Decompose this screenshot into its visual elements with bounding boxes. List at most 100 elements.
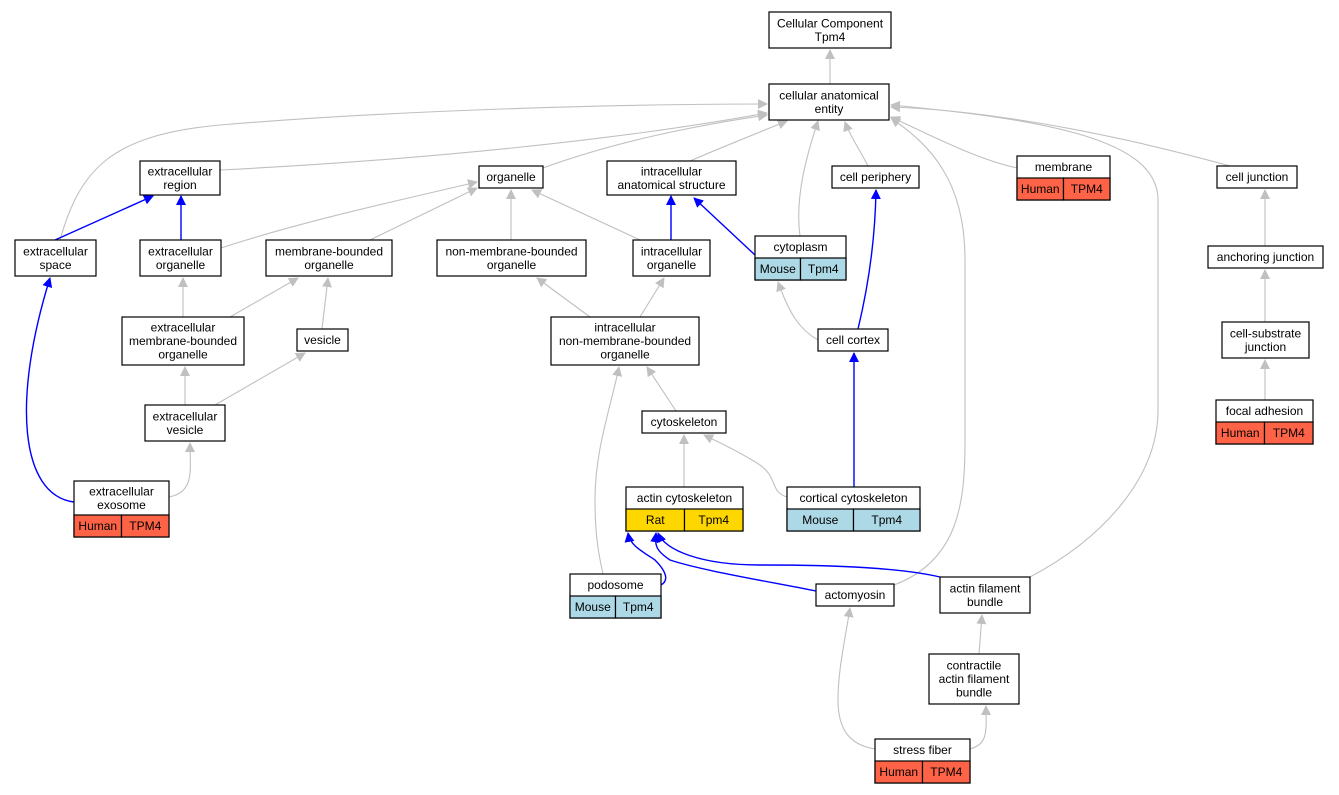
- node-label-line: actin cytoskeleton: [637, 491, 732, 505]
- node-box: [768, 83, 890, 121]
- node-box: [139, 160, 221, 196]
- node-label-line: cytoskeleton: [651, 415, 718, 429]
- edge-cellcortex-to-cellperiphery: [857, 189, 881, 330]
- species-badge-text: Rat: [646, 513, 665, 527]
- edge-podosome-to-icnmbo: [594, 366, 623, 575]
- node-box: [265, 239, 393, 277]
- species-badge-text: Mouse: [802, 513, 838, 527]
- edge-vesicle-to-mbo: [321, 277, 332, 330]
- node-label-line: non-membrane-bounded: [559, 334, 691, 348]
- node-label-line: extracellular: [153, 409, 218, 423]
- node-label-line: actin filament: [950, 581, 1021, 595]
- species-badge-text: Tpm4: [623, 600, 654, 614]
- node-vesicle[interactable]: vesicle: [296, 328, 349, 352]
- node-label-line: organelle: [647, 258, 697, 272]
- node-label-line: membrane-bounded: [275, 244, 383, 258]
- node-label-line: actin filament: [939, 672, 1010, 686]
- edge-ecregion-to-cae: [219, 109, 768, 171]
- species-badge-cell: [1062, 177, 1111, 201]
- edge-ecexosome-to-ecspace: [25, 277, 75, 503]
- node-label-line: bundle: [967, 595, 1003, 609]
- node-label-line: cellular anatomical: [779, 88, 878, 102]
- edges-layer: [25, 49, 1270, 750]
- species-badge-text: TPM4: [129, 519, 161, 533]
- node-label-line: contractile: [947, 659, 1002, 673]
- node-box: [121, 316, 245, 366]
- edge-afbundle-to-actincyto: [656, 532, 941, 578]
- node-box: [831, 165, 920, 189]
- node-label-line: membrane-bounded: [129, 334, 237, 348]
- node-celljunction[interactable]: cell junction: [1216, 165, 1298, 189]
- node-anchoring[interactable]: anchoring junction: [1207, 245, 1324, 269]
- node-label-line: exosome: [97, 498, 146, 512]
- node-box: [139, 239, 222, 277]
- node-box: [939, 576, 1031, 614]
- node-label-line: cell-substrate: [1230, 326, 1302, 340]
- edge-stressfiber-to-cafbundle: [969, 705, 991, 750]
- edge-cytoskeleton-to-icnmbo: [646, 366, 677, 412]
- node-cellcortex[interactable]: cell cortex: [817, 328, 889, 352]
- species-badge-text: TPM4: [930, 765, 962, 779]
- edge-ecspace-to-ecregion: [54, 195, 154, 241]
- node-label-line: extracellular: [89, 484, 154, 498]
- node-label-line: cell cortex: [826, 333, 880, 347]
- node-cellperiphery[interactable]: cell periphery: [831, 165, 920, 189]
- node-box: [641, 410, 727, 434]
- node-label-line: organelle: [486, 170, 536, 184]
- edge-icorganelle-to-organelle: [531, 189, 641, 241]
- node-box: [768, 11, 892, 49]
- node-box: [14, 239, 97, 277]
- node-organelle[interactable]: organelle: [478, 165, 544, 189]
- edge-cytoplasm-to-ias: [693, 197, 756, 256]
- node-label-line: membrane: [1035, 160, 1093, 174]
- node-label-line: extracellular: [148, 164, 213, 178]
- node-box: [144, 404, 226, 442]
- edge-actomyosin-to-actincyto: [650, 532, 817, 592]
- node-icnmbo[interactable]: intracellularnon-membrane-boundedorganel…: [550, 316, 700, 366]
- node-actomyosin[interactable]: actomyosin: [815, 583, 895, 607]
- node-box: [550, 316, 700, 366]
- node-label-line: cytoplasm: [773, 240, 827, 254]
- node-box: [928, 653, 1020, 705]
- edge-corticalcyto-to-cytoskeleton: [703, 434, 788, 498]
- node-label-line: vesicle: [167, 423, 204, 437]
- node-label-line: organelle: [304, 258, 354, 272]
- node-label-line: stress fiber: [893, 743, 952, 757]
- node-box: [296, 328, 349, 352]
- node-label-line: cortical cytoskeleton: [799, 491, 907, 505]
- species-badge-cell: [614, 595, 662, 619]
- node-label-line: podosome: [587, 578, 643, 592]
- node-box: [1207, 245, 1324, 269]
- node-label-line: entity: [815, 102, 844, 116]
- node-cytoskeleton[interactable]: cytoskeleton: [641, 410, 727, 434]
- species-badge-cell: [683, 508, 744, 532]
- node-label-line: bundle: [956, 686, 992, 700]
- species-badge-text: Human: [1021, 182, 1060, 196]
- edge-organelle-to-cae: [542, 111, 768, 169]
- species-badge-text: Human: [879, 765, 918, 779]
- node-box: [1221, 321, 1310, 359]
